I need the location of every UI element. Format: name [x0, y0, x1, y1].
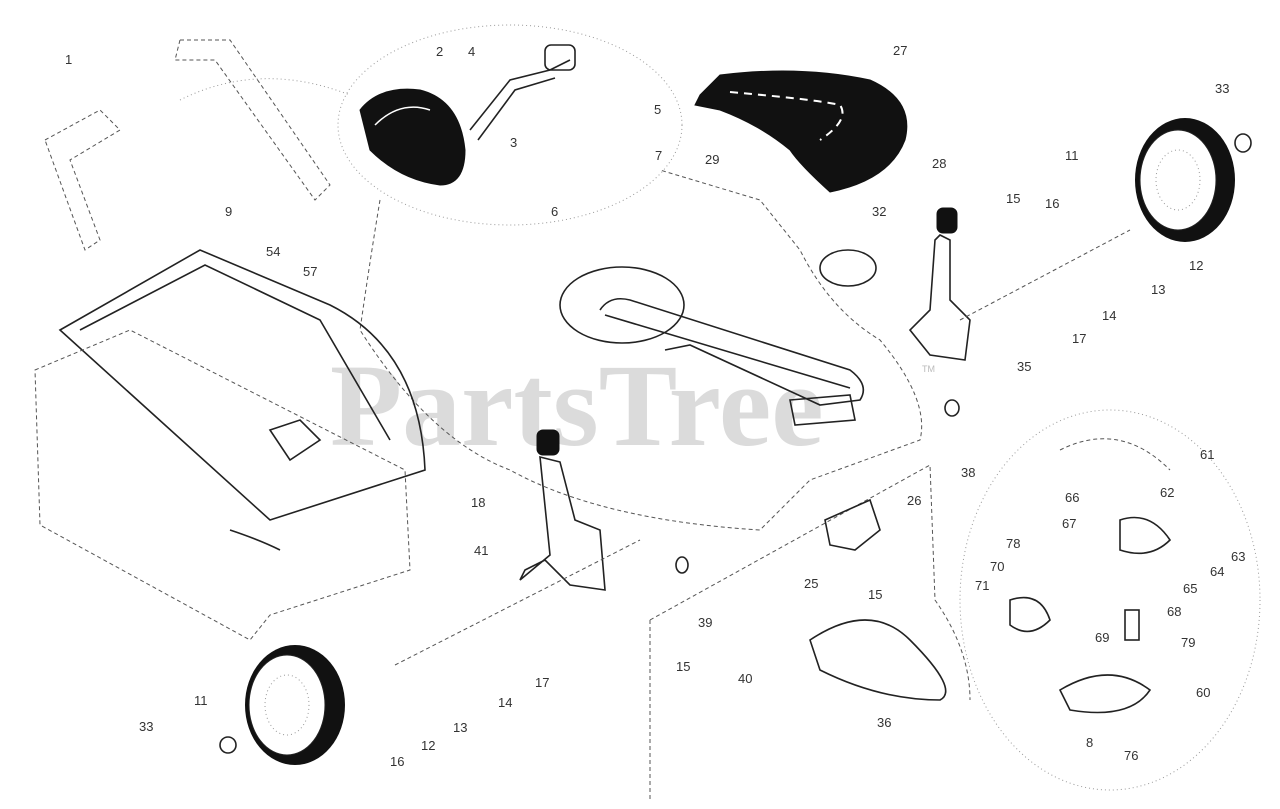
callout[interactable]: 79 [1181, 635, 1195, 650]
callout[interactable]: 39 [698, 615, 712, 630]
callout[interactable]: 17 [1072, 331, 1086, 346]
control-detail-circle [337, 24, 683, 226]
rear-right-wheel [1135, 118, 1252, 242]
callout[interactable]: 2 [436, 44, 443, 59]
callout[interactable]: 67 [1062, 516, 1076, 531]
callout[interactable]: 66 [1065, 490, 1079, 505]
callout[interactable]: 16 [1045, 196, 1059, 211]
height-adjuster-right [908, 207, 1131, 361]
callout[interactable]: 1 [65, 52, 72, 67]
grass-bag [34, 249, 426, 641]
callout[interactable]: 36 [877, 715, 891, 730]
callout[interactable]: 33 [1215, 81, 1229, 96]
callout[interactable]: 57 [303, 264, 317, 279]
callout[interactable]: 41 [474, 543, 488, 558]
callout[interactable]: 17 [535, 675, 549, 690]
callout[interactable]: 3 [510, 135, 517, 150]
callout[interactable]: 64 [1210, 564, 1224, 579]
height-adjuster-left [394, 429, 641, 666]
callout[interactable]: 18 [471, 495, 485, 510]
callout[interactable]: 9 [225, 204, 232, 219]
callout[interactable]: 65 [1183, 581, 1197, 596]
callout[interactable]: 15 [1006, 191, 1020, 206]
callout[interactable]: 5 [654, 102, 661, 117]
callout[interactable]: 14 [498, 695, 512, 710]
callout[interactable]: 38 [961, 465, 975, 480]
callout[interactable]: 68 [1167, 604, 1181, 619]
callout[interactable]: 14 [1102, 308, 1116, 323]
callout[interactable]: 8 [1086, 735, 1093, 750]
callout[interactable]: 26 [907, 493, 921, 508]
callout[interactable]: 70 [990, 559, 1004, 574]
callout[interactable]: 29 [705, 152, 719, 167]
callout[interactable]: 25 [804, 576, 818, 591]
callout[interactable]: 7 [655, 148, 662, 163]
callout[interactable]: 61 [1200, 447, 1214, 462]
engine-detail-circle [959, 409, 1261, 791]
callout[interactable]: 13 [1151, 282, 1165, 297]
callout[interactable]: 13 [453, 720, 467, 735]
callout[interactable]: 78 [1006, 536, 1020, 551]
mower-deck [359, 169, 923, 531]
callout[interactable]: 60 [1196, 685, 1210, 700]
callout[interactable]: 15 [676, 659, 690, 674]
callout[interactable]: 15 [868, 587, 882, 602]
callout[interactable]: 69 [1095, 630, 1109, 645]
callout[interactable]: 71 [975, 578, 989, 593]
callout[interactable]: 40 [738, 671, 752, 686]
watermark-trademark: TM [922, 364, 935, 374]
engine-outline [649, 399, 971, 800]
callout-labels: 1 2 4 27 33 5 3 7 29 28 11 9 6 32 15 16 … [65, 43, 1245, 769]
callout[interactable]: 16 [390, 754, 404, 769]
callout[interactable]: 63 [1231, 549, 1245, 564]
callout[interactable]: 27 [893, 43, 907, 58]
callout[interactable]: 4 [468, 44, 475, 59]
callout[interactable]: 35 [1017, 359, 1031, 374]
callout[interactable]: 11 [194, 693, 208, 708]
watermark-text: PartsTree [330, 340, 824, 471]
front-left-wheel [219, 645, 345, 765]
upper-handle [44, 39, 351, 251]
callout[interactable]: 33 [139, 719, 153, 734]
callout[interactable]: 62 [1160, 485, 1174, 500]
callout[interactable]: 28 [932, 156, 946, 171]
callout[interactable]: 76 [1124, 748, 1138, 763]
callout[interactable]: 11 [1065, 148, 1079, 163]
callout[interactable]: 6 [551, 204, 558, 219]
callout[interactable]: 54 [266, 244, 280, 259]
callout[interactable]: 12 [1189, 258, 1203, 273]
callout[interactable]: 32 [872, 204, 886, 219]
callout[interactable]: 12 [421, 738, 435, 753]
rear-deflector [694, 70, 908, 193]
